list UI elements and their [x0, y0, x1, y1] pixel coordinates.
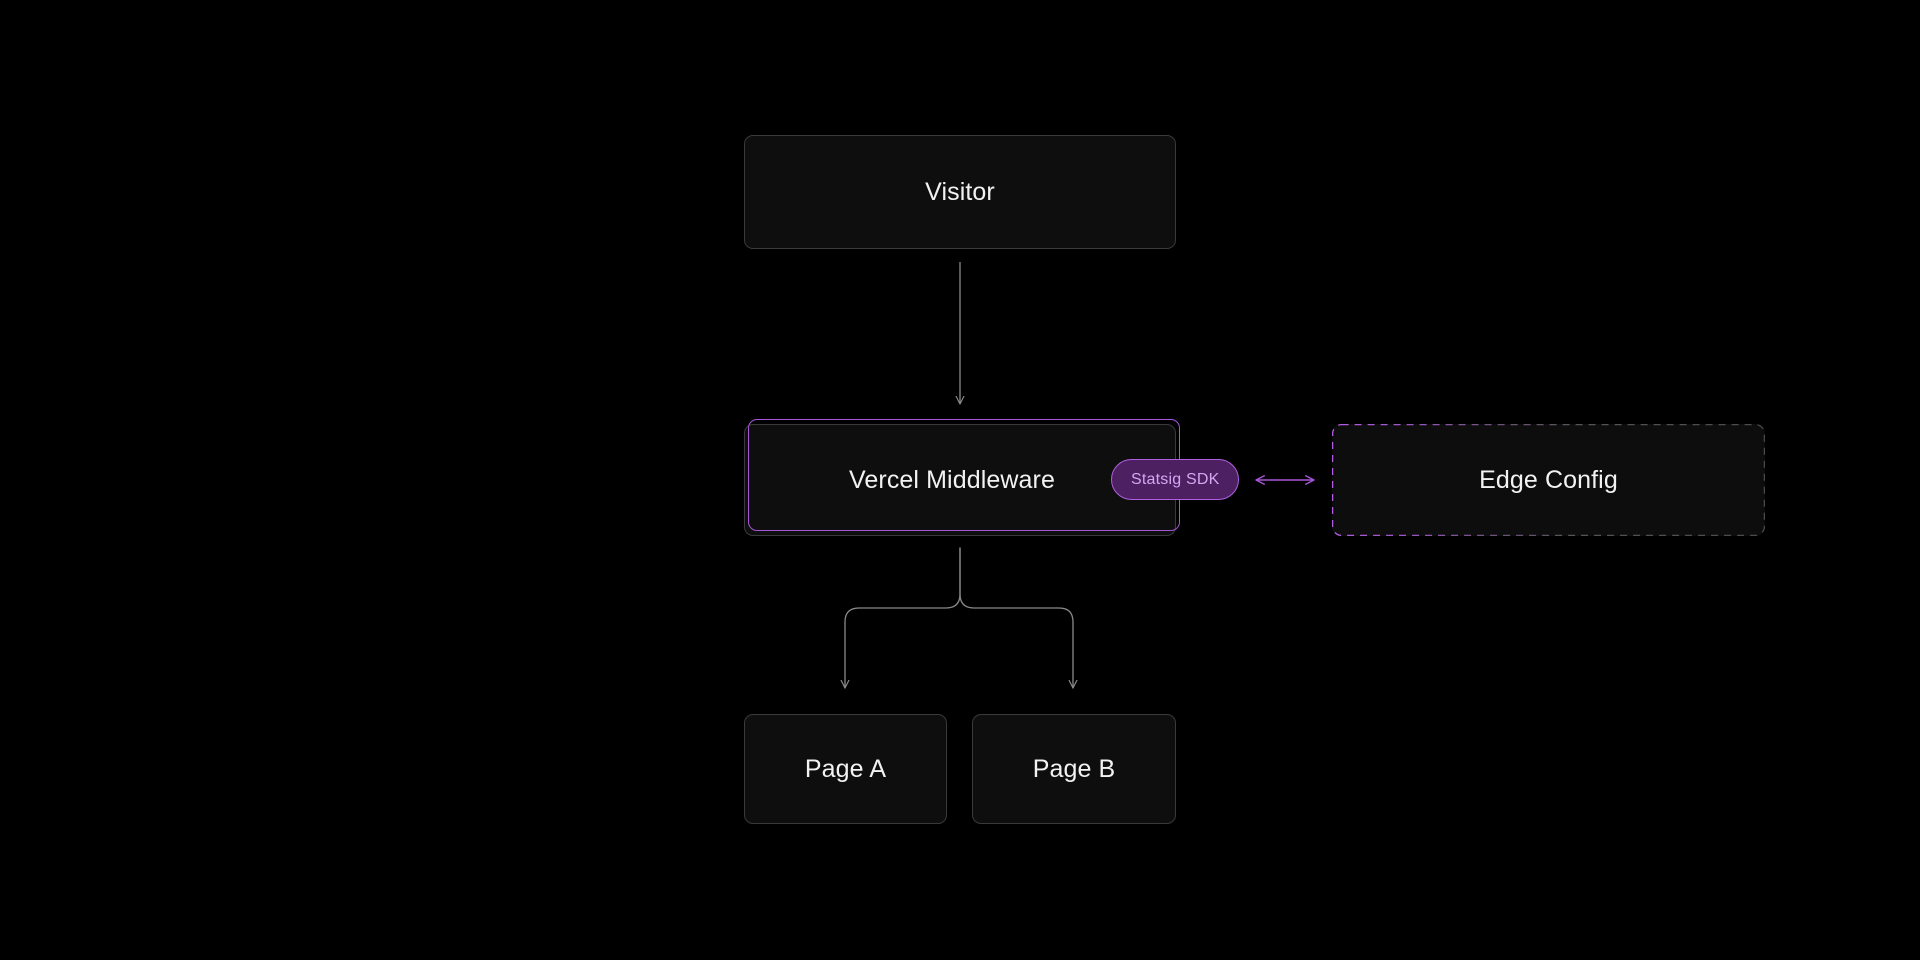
node-page-a[interactable]: Page A — [744, 714, 947, 824]
node-edge-config-label: Edge Config — [1479, 465, 1618, 494]
node-page-a-label: Page A — [804, 754, 887, 783]
node-visitor[interactable]: Visitor — [744, 135, 1176, 249]
node-page-b-label: Page B — [1032, 754, 1116, 783]
node-edge-config[interactable]: Edge Config — [1332, 424, 1765, 536]
node-page-b[interactable]: Page B — [972, 714, 1176, 824]
edge-middleware-to-page-b — [959, 547, 1073, 689]
badge-statsig-sdk[interactable]: Statsig SDK — [1111, 459, 1240, 500]
edge-middleware-to-page-a — [845, 547, 961, 689]
node-vercel-middleware[interactable]: Vercel Middleware — [744, 424, 1176, 536]
node-visitor-label: Visitor — [925, 177, 995, 206]
node-vercel-middleware-label: Vercel Middleware — [849, 465, 1055, 494]
badge-statsig-sdk-label: Statsig SDK — [1131, 470, 1220, 488]
